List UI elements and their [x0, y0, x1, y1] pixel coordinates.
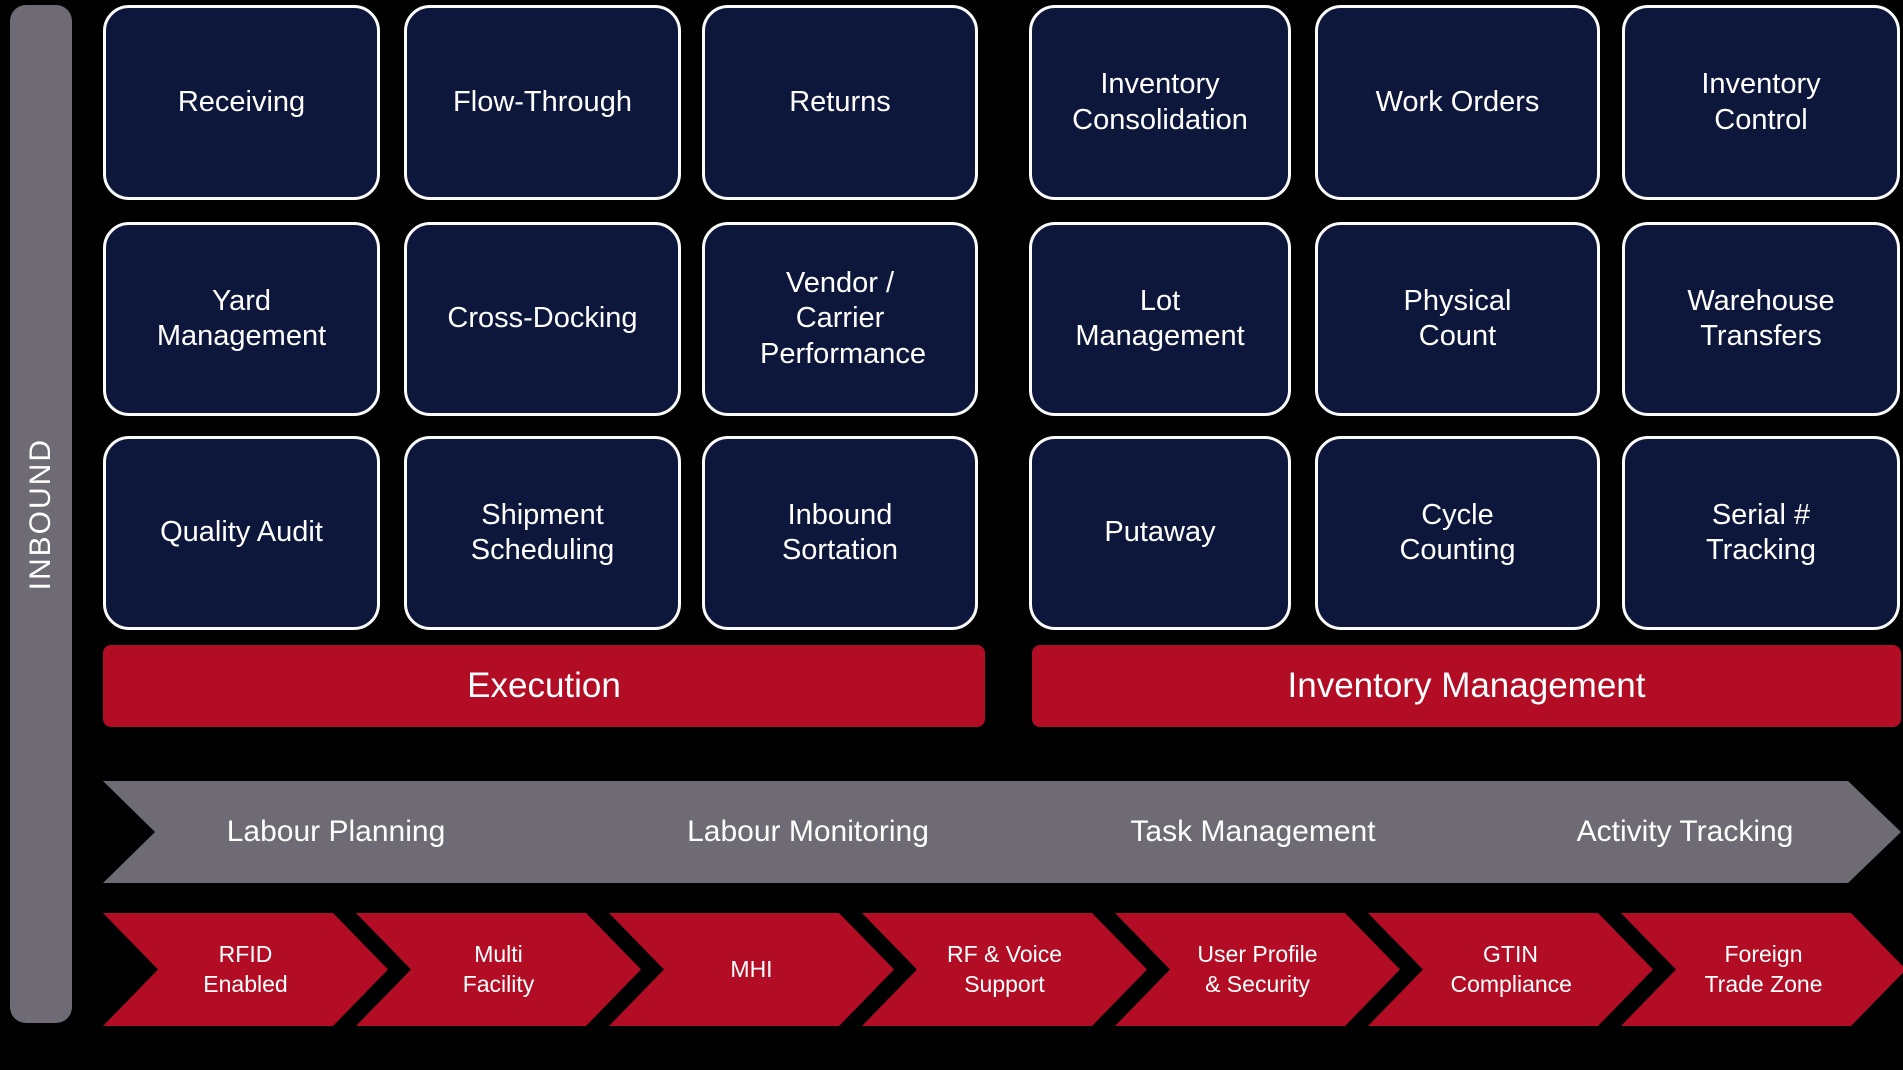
- chevron-user-profile-security: User Profile & Security: [1115, 913, 1400, 1026]
- inbound-rail: INBOUND: [10, 5, 72, 1023]
- inventory-management-section-bar: Inventory Management: [1032, 645, 1901, 727]
- box-returns: Returns: [702, 5, 978, 200]
- execution-section-bar: Execution: [103, 645, 985, 727]
- box-flow-through: Flow-Through: [404, 5, 681, 200]
- box-lot-management: Lot Management: [1029, 222, 1291, 416]
- box-inventory-consolidation: Inventory Consolidation: [1029, 5, 1291, 200]
- box-shipment-scheduling: Shipment Scheduling: [404, 436, 681, 630]
- box-serial-tracking: Serial # Tracking: [1622, 436, 1900, 630]
- box-quality-audit: Quality Audit: [103, 436, 380, 630]
- box-warehouse-transfers: Warehouse Transfers: [1622, 222, 1900, 416]
- box-inventory-control: Inventory Control: [1622, 5, 1900, 200]
- chevron-mhi: MHI: [609, 913, 894, 1026]
- box-inbound-sortation: Inbound Sortation: [702, 436, 978, 630]
- box-yard-management: Yard Management: [103, 222, 380, 416]
- inventory-management-section-label: Inventory Management: [1287, 666, 1646, 705]
- band-label-activity-tracking: Activity Tracking: [1576, 815, 1794, 848]
- labour-arrow-band: Labour Planning Labour Monitoring Task M…: [103, 781, 1901, 883]
- box-physical-count: Physical Count: [1315, 222, 1600, 416]
- chevron-rf-voice-support: RF & Voice Support: [862, 913, 1147, 1026]
- chevron-rfid-enabled: RFID Enabled: [103, 913, 388, 1026]
- box-cycle-counting: Cycle Counting: [1315, 436, 1600, 630]
- box-vendor-carrier-performance: Vendor / Carrier Performance: [702, 222, 978, 416]
- band-label-labour-planning: Labour Planning: [226, 815, 446, 848]
- inbound-rail-label: INBOUND: [24, 437, 57, 591]
- box-work-orders: Work Orders: [1315, 5, 1600, 200]
- chevron-multi-facility: Multi Facility: [356, 913, 641, 1026]
- chevron-foreign-trade-zone: Foreign Trade Zone: [1621, 913, 1903, 1026]
- box-cross-docking: Cross-Docking: [404, 222, 681, 416]
- execution-section-label: Execution: [467, 666, 621, 705]
- box-putaway: Putaway: [1029, 436, 1291, 630]
- box-receiving: Receiving: [103, 5, 380, 200]
- chevron-gtin-compliance: GTIN Compliance: [1368, 913, 1653, 1026]
- band-label-labour-monitoring: Labour Monitoring: [687, 815, 929, 848]
- band-label-task-management: Task Management: [1130, 815, 1376, 848]
